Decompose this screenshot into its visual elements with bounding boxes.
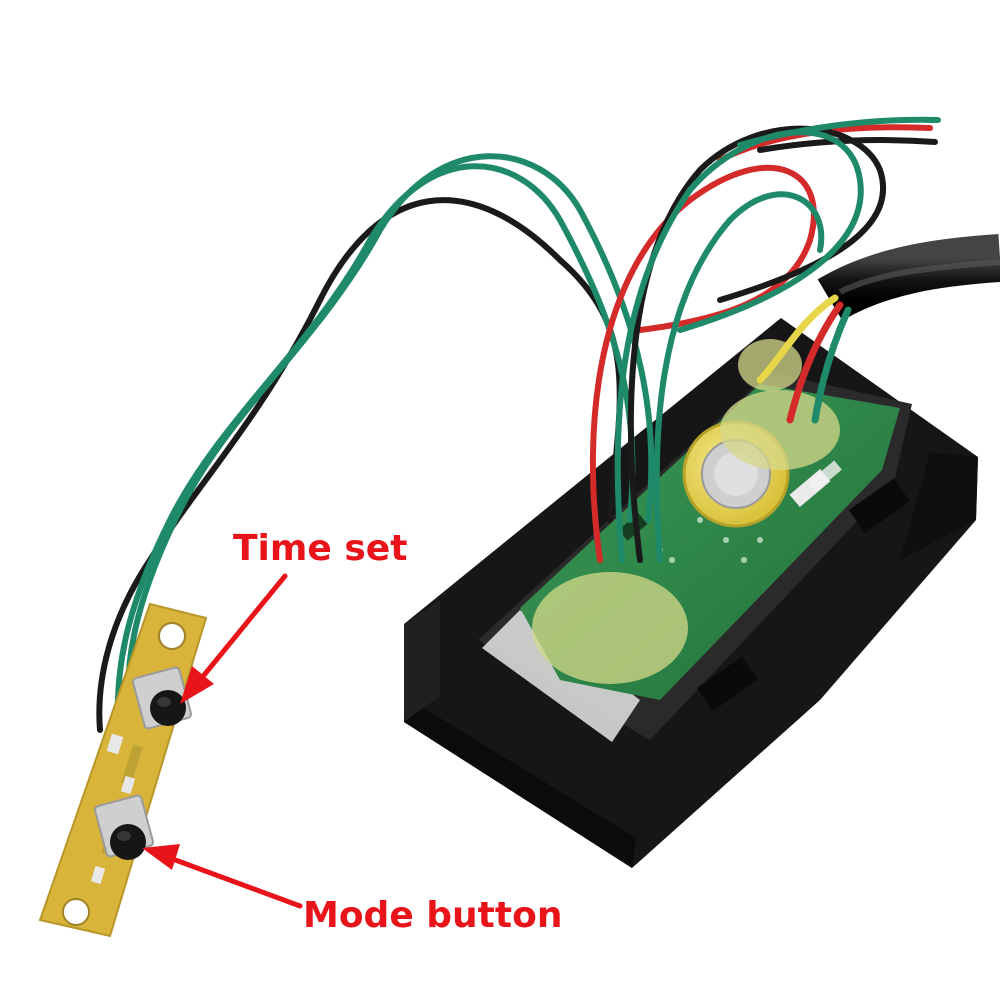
mode-button <box>93 794 155 860</box>
mode-button-label: Mode button <box>303 895 563 936</box>
time-set-label: Time set <box>233 528 408 569</box>
time-set-button <box>131 666 193 730</box>
wire-bundle <box>96 116 941 733</box>
power-cable <box>817 234 1000 321</box>
cable-wires <box>756 294 852 424</box>
time-set-arrow-icon <box>180 573 288 704</box>
mode-button-arrow-icon <box>142 844 303 909</box>
